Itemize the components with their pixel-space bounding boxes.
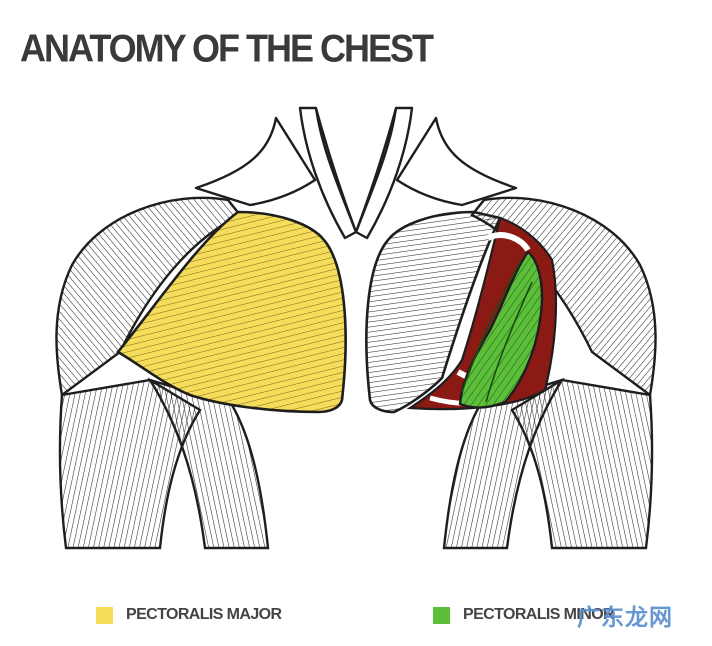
left-deltoid (55, 196, 242, 398)
legend-item-pectoralis-major: PECTORALIS MAJOR (96, 604, 282, 626)
left-arm (58, 377, 270, 550)
legend-label: PECTORALIS MAJOR (126, 606, 282, 623)
neck-muscles (194, 106, 518, 240)
pectoralis-major (116, 210, 347, 414)
page-title: ANATOMY OF THE CHEST (20, 26, 434, 71)
watermark: 广东龙网 (577, 605, 673, 631)
pectoralis-minor (458, 250, 544, 409)
legend-label: PECTORALIS MINOR (463, 606, 615, 623)
legend-swatch-green (433, 606, 450, 624)
right-arm (442, 377, 654, 550)
right-chest-upper (365, 210, 502, 414)
legend-swatch-yellow (96, 606, 113, 624)
legend-item-pectoralis-minor: PECTORALIS MINOR (433, 604, 615, 626)
